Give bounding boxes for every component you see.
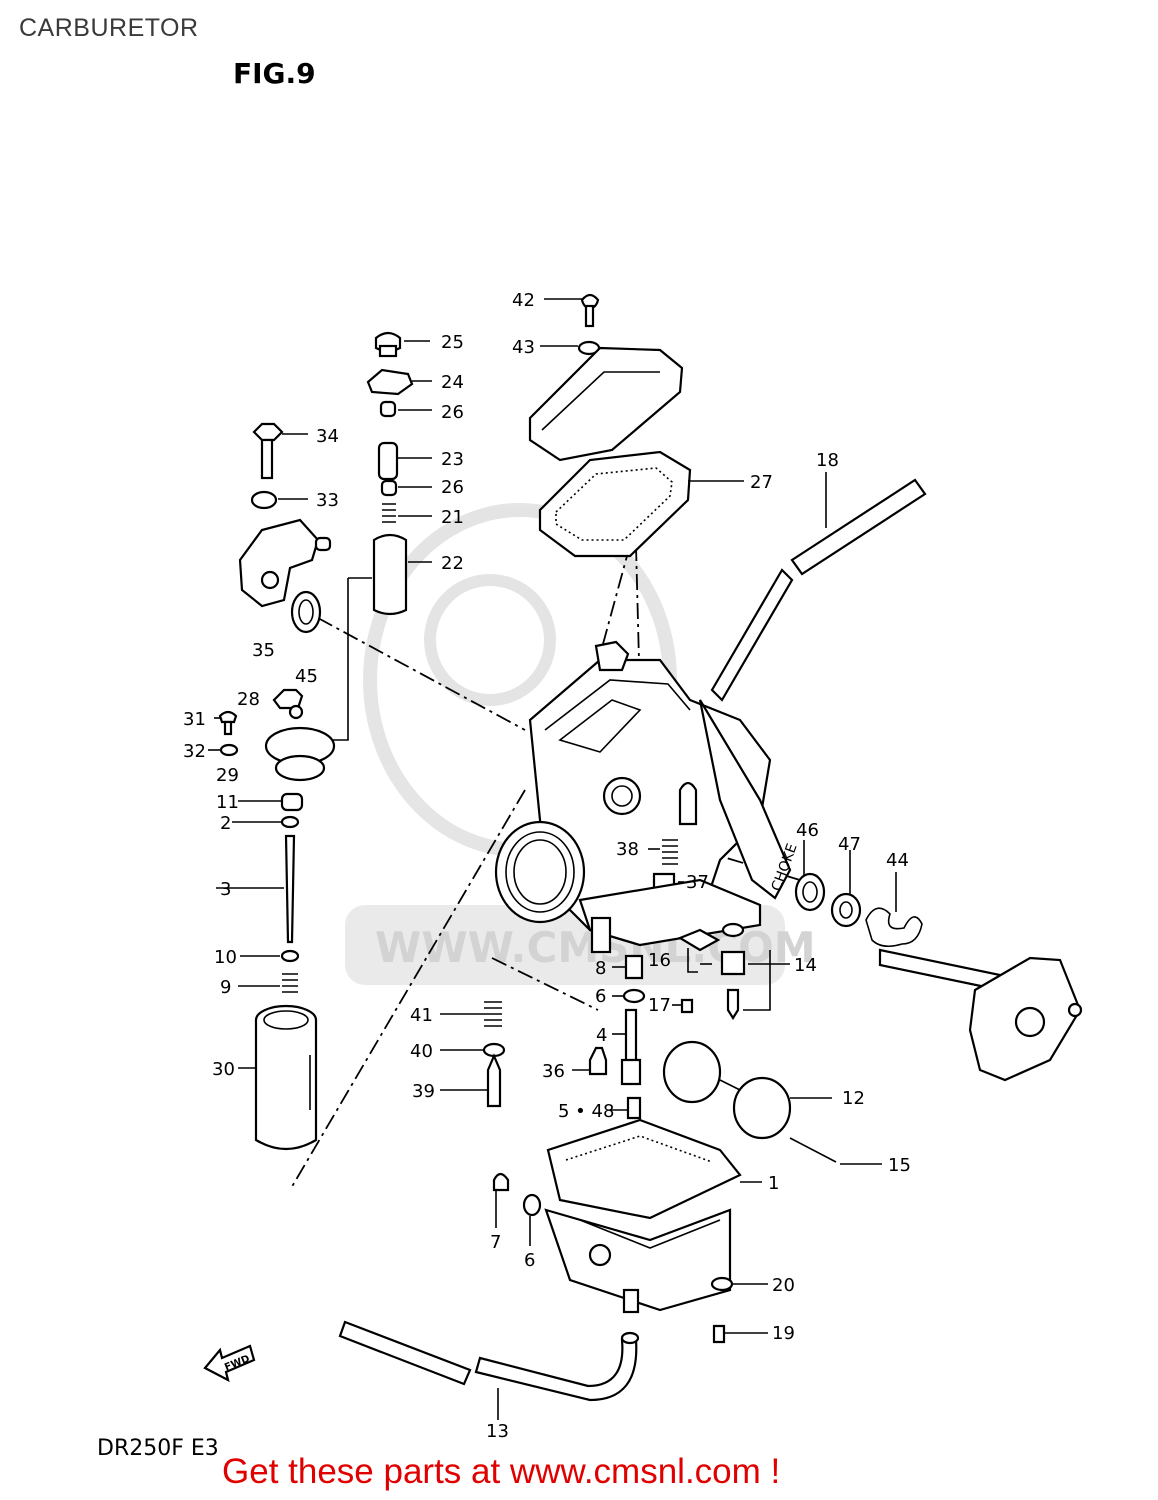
callout-26: 26 [441,477,464,498]
figure-label: FIG.9 [233,57,316,90]
callout-25: 25 [441,332,464,353]
callout-34: 34 [316,426,339,447]
promo-link[interactable]: Get these parts at www.cmsnl.com ! [222,1452,781,1491]
callout-20: 20 [772,1275,795,1296]
callout-labels: 42 43 25 24 26 34 23 26 21 33 22 27 18 3… [183,290,911,1442]
callout-29: 29 [216,765,239,786]
callout-6: 6 [524,1250,535,1271]
drain-hose-13 [338,1320,640,1402]
forward-direction-arrow: FWD [203,1344,256,1383]
page-title: CARBURETOR [19,14,199,42]
callout-26: 26 [441,402,464,423]
callout-32: 32 [183,741,206,762]
callout-40: 40 [410,1041,433,1062]
callout-19: 19 [772,1323,795,1344]
callout-35: 35 [252,640,275,661]
callout-30: 30 [212,1059,235,1080]
callout-9: 9 [220,977,231,998]
callout-45: 45 [295,666,318,687]
callout-22: 22 [441,553,464,574]
callout-5-48: 5 • 48 [558,1101,614,1122]
callout-33: 33 [316,490,339,511]
callout-39: 39 [412,1081,435,1102]
callout-14: 14 [794,955,817,976]
callout-1: 1 [768,1173,779,1194]
callout-38: 38 [616,839,639,860]
callout-17: 17 [648,995,671,1016]
callout-36: 36 [542,1061,565,1082]
callout-15: 15 [888,1155,911,1176]
callout-10: 10 [214,947,237,968]
callout-31: 31 [183,709,206,730]
model-code: DR250F E3 [97,1436,219,1461]
callout-12: 12 [842,1088,865,1109]
callout-18: 18 [816,450,839,471]
callout-43: 43 [512,337,535,358]
callout-6: 6 [595,986,606,1007]
callout-7: 7 [490,1232,501,1253]
left-parts-column [218,331,414,1150]
vent-hose-18 [710,478,927,702]
jets-and-small-parts [482,922,837,1163]
callout-16: 16 [648,950,671,971]
callout-37: 37 [686,872,709,893]
top-cover-assembly [528,293,692,558]
callout-13: 13 [486,1421,509,1442]
callout-3: 3 [220,879,231,900]
callout-21: 21 [441,507,464,528]
leader-lines [208,298,897,1420]
callout-42: 42 [512,290,535,311]
callout-27: 27 [750,472,773,493]
callout-11: 11 [216,792,239,813]
callout-24: 24 [441,372,464,393]
callout-8: 8 [595,958,606,979]
callout-28: 28 [237,689,260,710]
callout-41: 41 [410,1005,433,1026]
throttle-shaft-assembly [794,872,1083,1082]
callout-47: 47 [838,834,861,855]
callout-46: 46 [796,820,819,841]
float-bowl-assembly [492,1118,742,1344]
callout-44: 44 [886,850,909,871]
callout-23: 23 [441,449,464,470]
carburetor-body: CHOKE [494,640,801,954]
callout-4: 4 [596,1025,607,1046]
callout-2: 2 [220,813,231,834]
